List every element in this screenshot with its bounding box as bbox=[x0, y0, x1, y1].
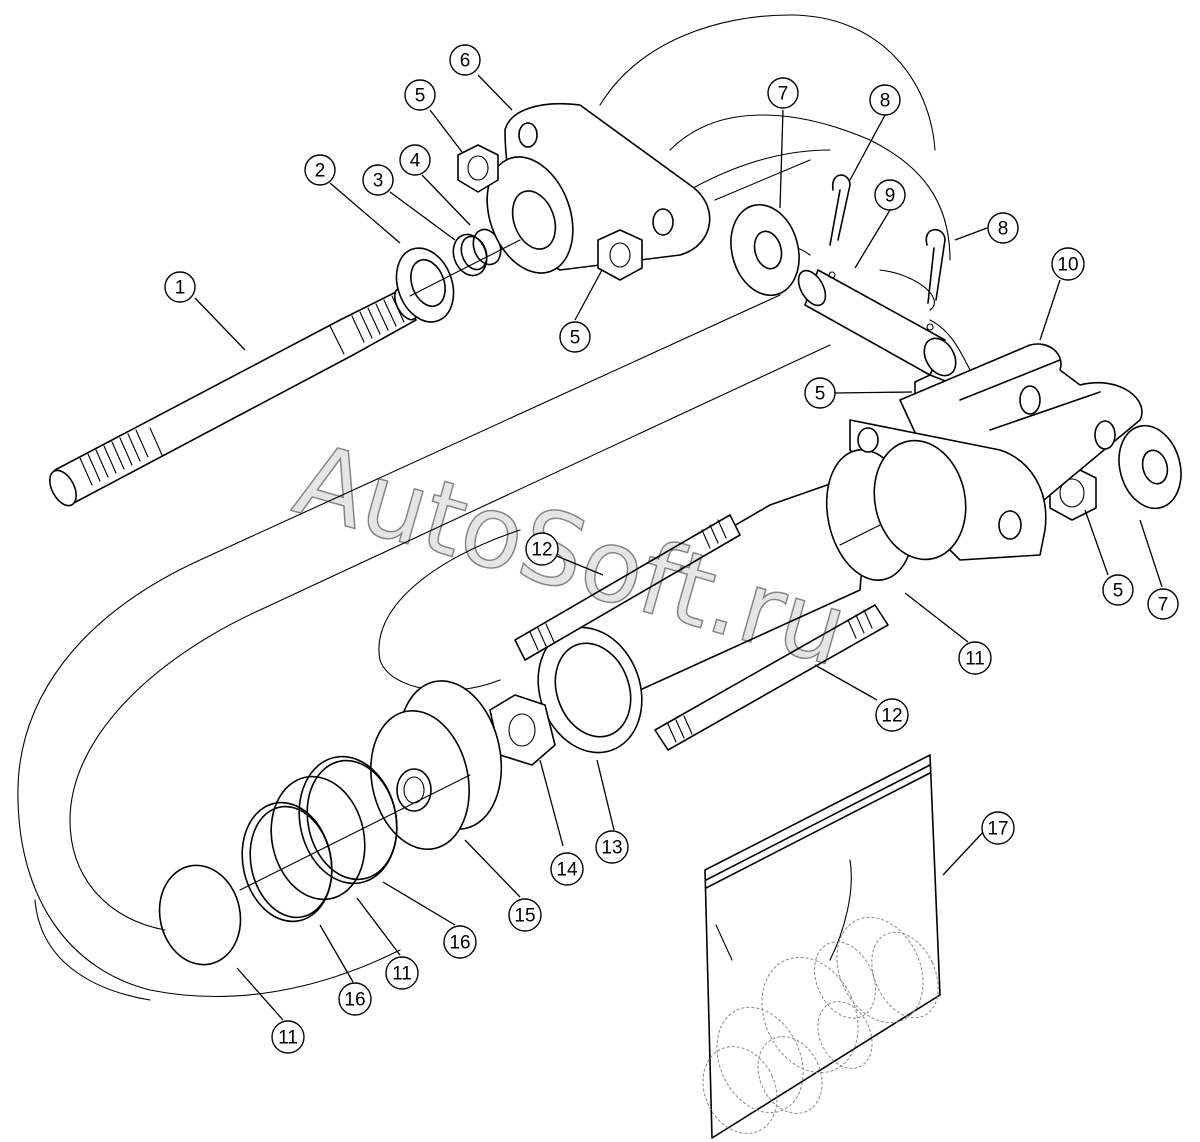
svg-text:8: 8 bbox=[880, 91, 891, 112]
svg-text:9: 9 bbox=[885, 186, 896, 207]
tie-rod-upper bbox=[514, 514, 741, 661]
callout-16-outer: 16 bbox=[443, 925, 477, 959]
svg-text:12: 12 bbox=[881, 706, 902, 727]
svg-text:14: 14 bbox=[556, 860, 578, 881]
piston bbox=[370, 680, 503, 850]
svg-text:8: 8 bbox=[998, 219, 1009, 240]
wiper-seal bbox=[395, 247, 455, 323]
callout-6: 6 bbox=[449, 44, 481, 76]
svg-text:7: 7 bbox=[1158, 595, 1169, 616]
callout-13: 13 bbox=[595, 830, 629, 864]
svg-text:15: 15 bbox=[514, 906, 535, 927]
callout-9: 9 bbox=[874, 179, 906, 211]
svg-text:5: 5 bbox=[1113, 581, 1124, 602]
base-flange bbox=[825, 419, 1047, 581]
piston-ring-outer bbox=[298, 755, 398, 885]
cotter-pin-left bbox=[829, 174, 851, 246]
svg-text:4: 4 bbox=[410, 151, 421, 172]
callout-5-clevis: 5 bbox=[804, 377, 836, 409]
cylinder-barrel bbox=[537, 469, 871, 754]
piston-ring-inner bbox=[241, 801, 333, 923]
svg-text:16: 16 bbox=[344, 990, 365, 1011]
svg-text:1: 1 bbox=[175, 278, 186, 299]
callout-11-base: 11 bbox=[271, 1020, 305, 1054]
callout-16-inner: 16 bbox=[338, 982, 372, 1016]
svg-text:2: 2 bbox=[315, 161, 326, 182]
snap-ring bbox=[452, 233, 488, 277]
callout-7-upper: 7 bbox=[767, 77, 799, 109]
callout-10: 10 bbox=[1051, 247, 1085, 281]
svg-text:5: 5 bbox=[415, 86, 426, 107]
leader-lines bbox=[194, 74, 1163, 1021]
svg-text:11: 11 bbox=[278, 1028, 298, 1049]
callout-8-left: 8 bbox=[869, 84, 901, 116]
svg-text:6: 6 bbox=[460, 51, 471, 72]
callout-17: 17 bbox=[981, 811, 1015, 845]
seal-kit-bag bbox=[702, 754, 941, 1139]
svg-text:5: 5 bbox=[815, 384, 826, 405]
callout-3: 3 bbox=[362, 164, 394, 196]
tie-rod-lower bbox=[654, 604, 889, 751]
callout-1: 1 bbox=[164, 271, 196, 303]
callout-12-lower: 12 bbox=[875, 698, 909, 732]
svg-text:10: 10 bbox=[1057, 255, 1078, 276]
phantom-outline bbox=[17, 14, 971, 1001]
cotter-pin-right bbox=[925, 228, 946, 304]
callout-7-lower: 7 bbox=[1147, 588, 1179, 620]
callout-2: 2 bbox=[304, 154, 336, 186]
svg-text:17: 17 bbox=[987, 819, 1008, 840]
callout-5-upper: 5 bbox=[404, 79, 436, 111]
gland-flange bbox=[486, 102, 711, 274]
svg-text:11: 11 bbox=[392, 964, 412, 985]
callout-11-seal: 11 bbox=[385, 956, 419, 990]
callout-8-right: 8 bbox=[987, 212, 1019, 244]
callout-11-barrel: 11 bbox=[958, 641, 992, 675]
nut-upper bbox=[457, 144, 499, 193]
clevis-pin bbox=[797, 269, 957, 377]
barrel-seal-base bbox=[158, 864, 242, 966]
svg-text:12: 12 bbox=[531, 540, 552, 561]
svg-text:7: 7 bbox=[778, 84, 789, 105]
svg-text:13: 13 bbox=[601, 838, 622, 859]
washer-lower bbox=[1118, 424, 1182, 510]
callout-5-base: 5 bbox=[1102, 574, 1134, 606]
piston-seal bbox=[270, 775, 366, 901]
svg-text:5: 5 bbox=[570, 328, 581, 349]
callout-5-gland: 5 bbox=[559, 321, 591, 353]
washer-upper bbox=[730, 203, 800, 297]
callout-14: 14 bbox=[550, 852, 584, 886]
nut-lower-gland bbox=[597, 229, 643, 281]
callout-15: 15 bbox=[508, 898, 542, 932]
axis-lines bbox=[239, 239, 881, 891]
svg-text:16: 16 bbox=[449, 933, 470, 954]
callout-4: 4 bbox=[399, 144, 431, 176]
callout-12-upper: 12 bbox=[525, 532, 559, 566]
svg-text:3: 3 bbox=[373, 171, 384, 192]
svg-text:11: 11 bbox=[965, 649, 985, 670]
